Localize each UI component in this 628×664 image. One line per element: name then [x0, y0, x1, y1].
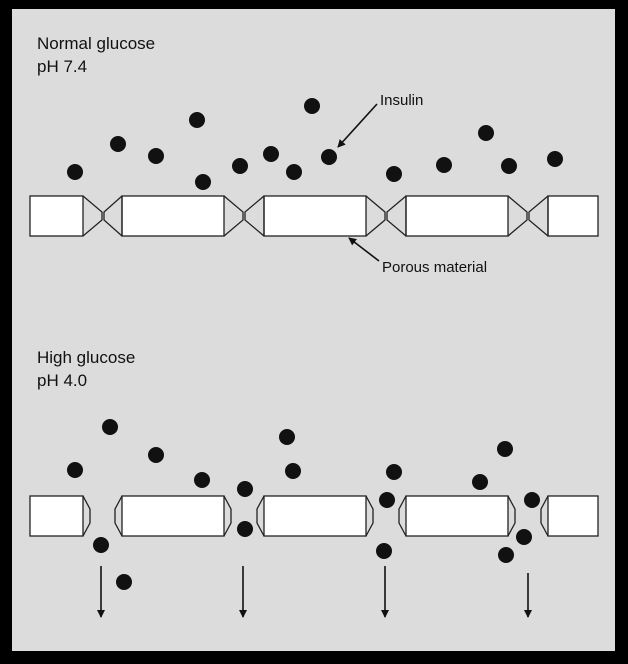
- open-pore-edge: [114, 495, 123, 537]
- membrane-closed: [29, 195, 599, 237]
- insulin-particle: [110, 136, 126, 152]
- membrane-segment: [121, 195, 225, 237]
- membrane-segment: [547, 195, 599, 237]
- insulin-particle: [194, 472, 210, 488]
- membrane-segment: [263, 195, 367, 237]
- closed-pore: [223, 195, 265, 237]
- open-pore-edge: [507, 495, 516, 537]
- panel-2-condition: High glucose: [37, 348, 136, 367]
- insulin-particle: [501, 158, 517, 174]
- open-pore-edge: [223, 495, 232, 537]
- insulin-particle: [498, 547, 514, 563]
- open-pore-edge: [365, 495, 374, 537]
- insulin-particle: [497, 441, 513, 457]
- insulin-particle: [67, 462, 83, 478]
- insulin-particle: [386, 464, 402, 480]
- membrane-segment: [29, 495, 84, 537]
- membrane-open: [29, 495, 599, 537]
- insulin-particle: [189, 112, 205, 128]
- membrane-segment: [547, 495, 599, 537]
- insulin-particle: [285, 463, 301, 479]
- insulin-particle: [516, 529, 532, 545]
- insulin-particles-bottom: [67, 419, 540, 590]
- membrane-segment: [29, 195, 84, 237]
- insulin-particle: [148, 148, 164, 164]
- release-arrows: [97, 566, 532, 618]
- membrane-segment: [121, 495, 225, 537]
- insulin-particle: [237, 521, 253, 537]
- membrane-diagram: [29, 98, 599, 618]
- insulin-particle: [547, 151, 563, 167]
- insulin-particle: [304, 98, 320, 114]
- insulin-label: Insulin: [380, 92, 424, 109]
- insulin-particle: [148, 447, 164, 463]
- insulin-particle: [102, 419, 118, 435]
- insulin-particle: [237, 481, 253, 497]
- insulin-particles-top: [67, 98, 563, 190]
- insulin-particle: [195, 174, 211, 190]
- insulin-particle: [93, 537, 109, 553]
- insulin-particle: [279, 429, 295, 445]
- closed-pore: [82, 195, 123, 237]
- insulin-particle: [232, 158, 248, 174]
- closed-pore: [507, 195, 549, 237]
- panel-1-title: Normal glucose pH 7.4: [37, 32, 155, 78]
- membrane-segment: [263, 495, 367, 537]
- membrane-segment: [405, 195, 509, 237]
- porous-material-label: Porous material: [382, 259, 488, 276]
- membrane-segment: [405, 495, 509, 537]
- insulin-particle: [472, 474, 488, 490]
- panel-2-title: High glucose pH 4.0: [37, 346, 135, 392]
- open-pore-edge: [398, 495, 407, 537]
- closed-pore: [365, 195, 407, 237]
- insulin-particle: [524, 492, 540, 508]
- insulin-particle: [286, 164, 302, 180]
- open-pore-edge: [540, 495, 549, 537]
- insulin-particle: [376, 543, 392, 559]
- open-pore-edge: [256, 495, 265, 537]
- insulin-particle: [263, 146, 279, 162]
- panel-1-condition: Normal glucose: [37, 34, 156, 53]
- insulin-callout-arrow: [337, 103, 378, 148]
- insulin-particle: [67, 164, 83, 180]
- panel-1-ph: pH 7.4: [37, 57, 88, 76]
- insulin-particle: [436, 157, 452, 173]
- insulin-particle: [116, 574, 132, 590]
- insulin-particle: [321, 149, 337, 165]
- porous-material-callout-arrow: [348, 237, 380, 262]
- insulin-particle: [478, 125, 494, 141]
- diagram-frame: Normal glucose pH 7.4 High glucose pH 4.…: [12, 9, 615, 651]
- insulin-particle: [386, 166, 402, 182]
- insulin-particle: [379, 492, 395, 508]
- panel-2-ph: pH 4.0: [37, 371, 88, 390]
- open-pore-edge: [82, 495, 91, 537]
